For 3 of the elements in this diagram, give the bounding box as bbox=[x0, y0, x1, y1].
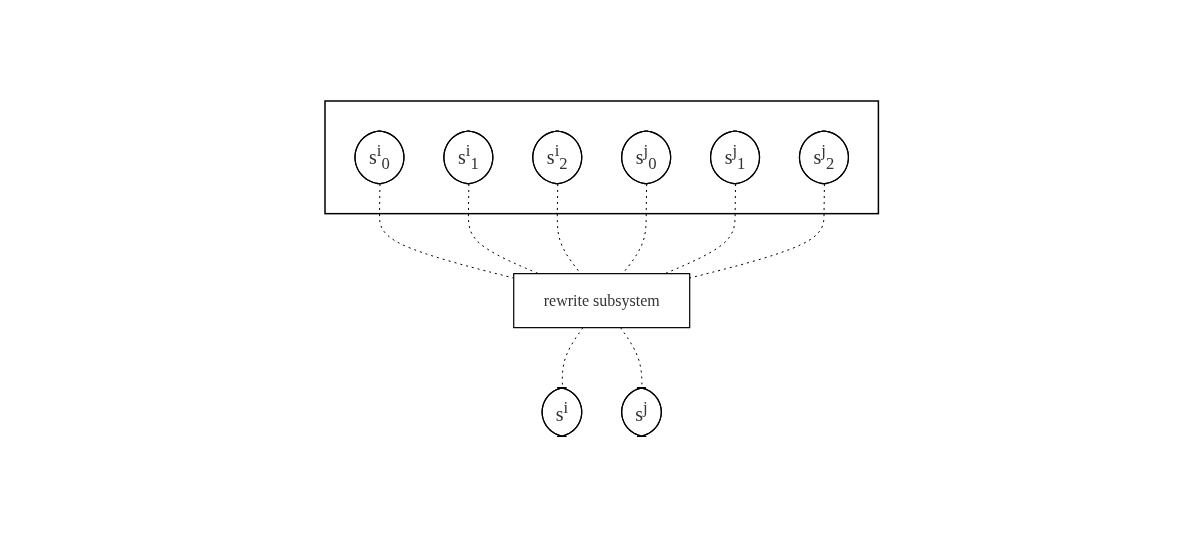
node-box: rewrite subsystem bbox=[513, 272, 691, 329]
cluster bbox=[324, 100, 880, 215]
connector bbox=[622, 183, 648, 274]
